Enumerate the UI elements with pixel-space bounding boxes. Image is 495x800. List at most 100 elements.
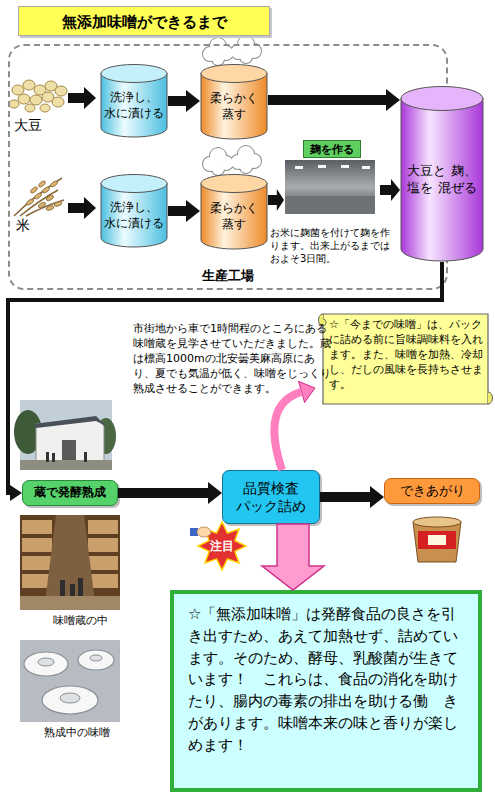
tank-text: 洗浄し、 水に漬ける [102,200,166,231]
cylinder-top [101,175,167,193]
cellar-photo-part-part [22,538,52,552]
cellar-photo-part-part [88,538,118,552]
soybean-picture-part [9,100,19,108]
miso-package-part [413,522,461,562]
tank-text: 大豆と 麹、塩を 混ぜる [402,163,482,197]
koji-step: 麹を作るお米に麹菌を付けて麹を作ります。出来上がるまではおよそ3日間。 [284,138,380,274]
vat-photo-part-part [24,652,68,676]
warehouse-photo-part-part [84,452,87,462]
note-box: ☆「無添加味噌」は発酵食品の良さを引き出すため、あえて加熱せず、詰めています。そ… [170,590,482,792]
soybean-picture-part [40,104,50,112]
flow-connector [268,89,400,111]
cellar-photo-part [60,578,83,598]
steam-cloud-part-part [212,163,224,175]
rice-picture-part-part [26,198,35,206]
soybean-picture-part [55,86,67,96]
steam-cloud-part-part [240,51,252,63]
wash-tank: 洗浄し、 水に漬ける [100,174,168,248]
warehouse-photo-part [62,440,76,462]
vat-photo-part [24,650,114,714]
result-box: できあがり [384,478,480,504]
vat-photo-part-part [78,650,114,670]
rice-picture-part-part [46,194,55,201]
tank-text: 柔らかく 蒸す [202,201,266,232]
cellar-photo-part [20,515,120,610]
steam-cloud-part-part [212,53,224,65]
block-arrow [262,524,324,590]
tank-label: 洗浄し、 水に漬ける [100,82,168,129]
block-arrow [168,90,200,112]
note-scroll: ☆「今までの味噌」は、パックに詰める前に旨味調味料を入れます。また、味噌を加熱、… [315,308,491,412]
flow-connector [118,482,222,504]
tank-label: 洗浄し、 水に漬ける [100,192,168,239]
scroll-body [323,314,488,404]
steam-tank: 柔らかく 蒸す [200,174,268,250]
soybean-picture-part [23,80,35,90]
flow-connector [380,179,400,201]
rice-picture-part-part [54,201,63,207]
mixing-tank: 大豆と 麹、塩を 混ぜる [400,86,484,262]
rice-picture-part-part [38,201,47,208]
soybean-picture-part [12,85,24,95]
block-arrow [380,179,400,201]
cellar-photo-part [44,515,96,610]
feed-arrow [68,87,96,219]
tank-label: 柔らかく 蒸す [200,192,268,241]
warehouse-photo-part-part [52,453,55,462]
cellar-photo-part [20,596,120,610]
koji-room-photo-part-part [318,165,326,168]
step-caption: お米に麹菌を付けて麹を作ります。出来上がるまではおよそ3日間。 [270,226,394,265]
rice-picture-part-part [42,186,51,194]
flow-connector [168,200,200,222]
cellar-photo-part-part [78,578,83,596]
cellar-photo-part-part [70,584,75,598]
flow-connector [274,381,315,470]
koji-room-photo [285,160,375,214]
tank-text: 柔らかく 蒸す [202,91,266,122]
soybean-picture [9,80,67,112]
cellar-photo-part-part [22,520,52,534]
soybean-picture-part [25,104,35,112]
attention-label: 注目 [204,538,240,554]
warehouse-photo [14,400,116,470]
cylinder-top [101,65,167,83]
feed-arrow-part [68,87,96,109]
cellar-photo-part-part [88,520,118,534]
warehouse-photo-part [46,452,87,462]
visit-note: 市街地から車で1時間程のところにある味噌蔵を見学させていただきました。蔵は標高1… [133,322,335,397]
block-arrow [168,200,200,222]
tank-label: 柔らかく 蒸す [200,82,268,131]
flow-connector [262,524,324,590]
process-box: 品質検査 パック詰め [222,470,320,524]
vat-photo [20,640,120,722]
steam-tank: 柔らかく 蒸す [200,64,268,140]
cylinder-top [201,175,267,193]
miso-package-part [428,535,446,545]
steam-cloud-part-part [240,51,252,63]
box-text: 品質検査 パック詰め [226,479,316,515]
vat-photo-part [20,640,120,722]
ingredient-label: 米 [16,216,46,235]
ingredient-label: 大豆 [14,116,54,135]
process-box: 蔵で発酵熟成 [22,480,118,506]
rice-picture-part-part [50,180,59,188]
warehouse-photo-part-part [46,452,49,462]
koji-room-photo-part-part [295,166,303,169]
photo-caption: 味噌蔵の中 [30,614,130,629]
flow-connector [8,262,442,501]
soybean-picture-part [52,97,64,107]
koji-room-photo-part-part [362,166,370,169]
koji-room-photo-part [285,196,375,214]
connector-curve [274,392,301,470]
steam-cloud-part-part [240,161,252,173]
attention-badge-part [197,527,211,537]
rice-picture-part-part [38,180,47,188]
vat-photo-part-part [42,686,98,714]
region-label: 生産工場 [10,267,446,285]
factory-region: 生産工場洗浄し、 水に漬ける柔らかく 蒸す洗浄し、 水に漬ける柔らかく 蒸す麹を… [8,44,448,290]
rice-picture-part [26,180,63,211]
photo-caption: 熟成中の味噌 [22,726,132,741]
miso-package-part [418,531,456,549]
step-heading: 麹を作る [303,140,361,158]
